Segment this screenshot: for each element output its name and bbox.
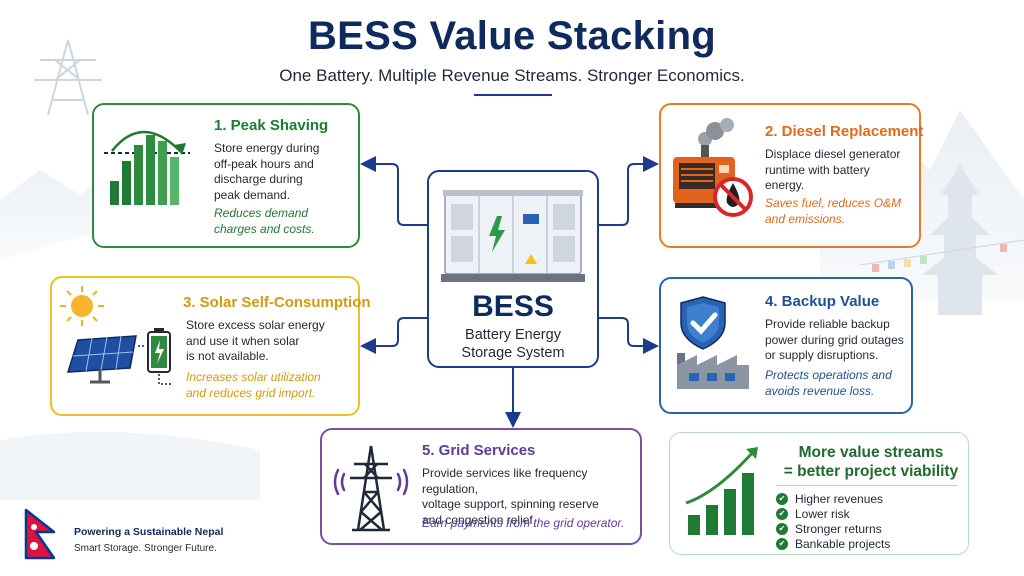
card-backup-value: 4. Backup Value Provide reliable backup … [659, 277, 913, 414]
check-icon: ✔ [776, 538, 788, 551]
backup-value-note: Protects operations and avoids revenue l… [765, 368, 892, 398]
list-item: ✔Lower risk [776, 506, 890, 521]
factory-icon [677, 353, 749, 389]
page-subtitle: One Battery. Multiple Revenue Streams. S… [279, 66, 745, 85]
backup-value-title: 4. Backup Value [765, 293, 880, 310]
list-item: ✔Stronger returns [776, 521, 890, 536]
diesel-generator-icon [673, 118, 753, 217]
grid-services-description: Provide services like frequency regulati… [422, 466, 599, 527]
card-grid-services: 5. Grid Services Provide services like f… [320, 428, 642, 545]
footer: Powering a Sustainable Nepal Smart Stora… [24, 508, 264, 562]
card-peak-shaving: 1. Peak Shaving Store energy during off-… [92, 103, 360, 248]
pylon-background-icon [34, 39, 102, 116]
transmission-tower-icon [333, 445, 409, 532]
prayer-flags-icon [859, 239, 1024, 272]
solar-panel-battery-icon [60, 286, 172, 385]
page-title: BESS Value Stacking [307, 14, 717, 58]
list-item: ✔Bankable projects [776, 537, 890, 552]
title-divider [474, 94, 552, 96]
shield-check-icon [677, 296, 749, 389]
bess-center-box: BESS Battery Energy Storage System [427, 170, 599, 368]
card-solar-self-consumption: 3. Solar Self-Consumption Store excess s… [50, 276, 371, 416]
check-icon: ✔ [776, 522, 788, 535]
bess-title: BESS [472, 290, 554, 323]
footer-title: Powering a Sustainable Nepal [74, 526, 224, 538]
footer-subtitle: Smart Storage. Stronger Future. [74, 543, 217, 554]
peak-shaving-note: Reduces demand charges and costs. [214, 206, 315, 236]
summary-divider [776, 485, 958, 486]
card-more-value-streams: More value streams = better project viab… [669, 432, 969, 555]
bar-chart-peak-icon [104, 130, 190, 205]
nepal-flag-icon [24, 508, 56, 560]
solar-self-consumption-title: 3. Solar Self-Consumption [183, 294, 371, 311]
benefits-list: ✔Higher revenues ✔Lower risk ✔Stronger r… [776, 491, 890, 552]
check-icon: ✔ [776, 507, 788, 520]
summary-title: More value streams = better project viab… [783, 444, 959, 480]
diesel-replacement-title: 2. Diesel Replacement [765, 123, 924, 140]
check-icon: ✔ [776, 492, 788, 505]
peak-shaving-description: Store energy during off-peak hours and d… [214, 141, 320, 202]
backup-value-description: Provide reliable backup power during gri… [765, 317, 904, 362]
peak-shaving-title: 1. Peak Shaving [214, 117, 329, 134]
pagoda-background-icon [922, 165, 998, 315]
grid-services-title: 5. Grid Services [422, 442, 536, 459]
diesel-replacement-note: Saves fuel, reduces O&M and emissions. [765, 196, 902, 226]
battery-container-icon [441, 190, 585, 282]
list-item: ✔Higher revenues [776, 491, 890, 506]
diesel-replacement-description: Displace diesel generator runtime with b… [765, 147, 901, 192]
solar-self-consumption-note: Increases solar utilization and reduces … [186, 370, 321, 400]
card-diesel-replacement: 2. Diesel Replacement Displace diesel ge… [659, 103, 924, 248]
bess-subtitle: Battery Energy Storage System [461, 327, 565, 361]
grid-services-note: Earn payments from the grid operator. [422, 516, 625, 530]
solar-self-consumption-description: Store excess solar energy and use it whe… [186, 318, 325, 363]
growth-chart-icon [685, 447, 758, 535]
